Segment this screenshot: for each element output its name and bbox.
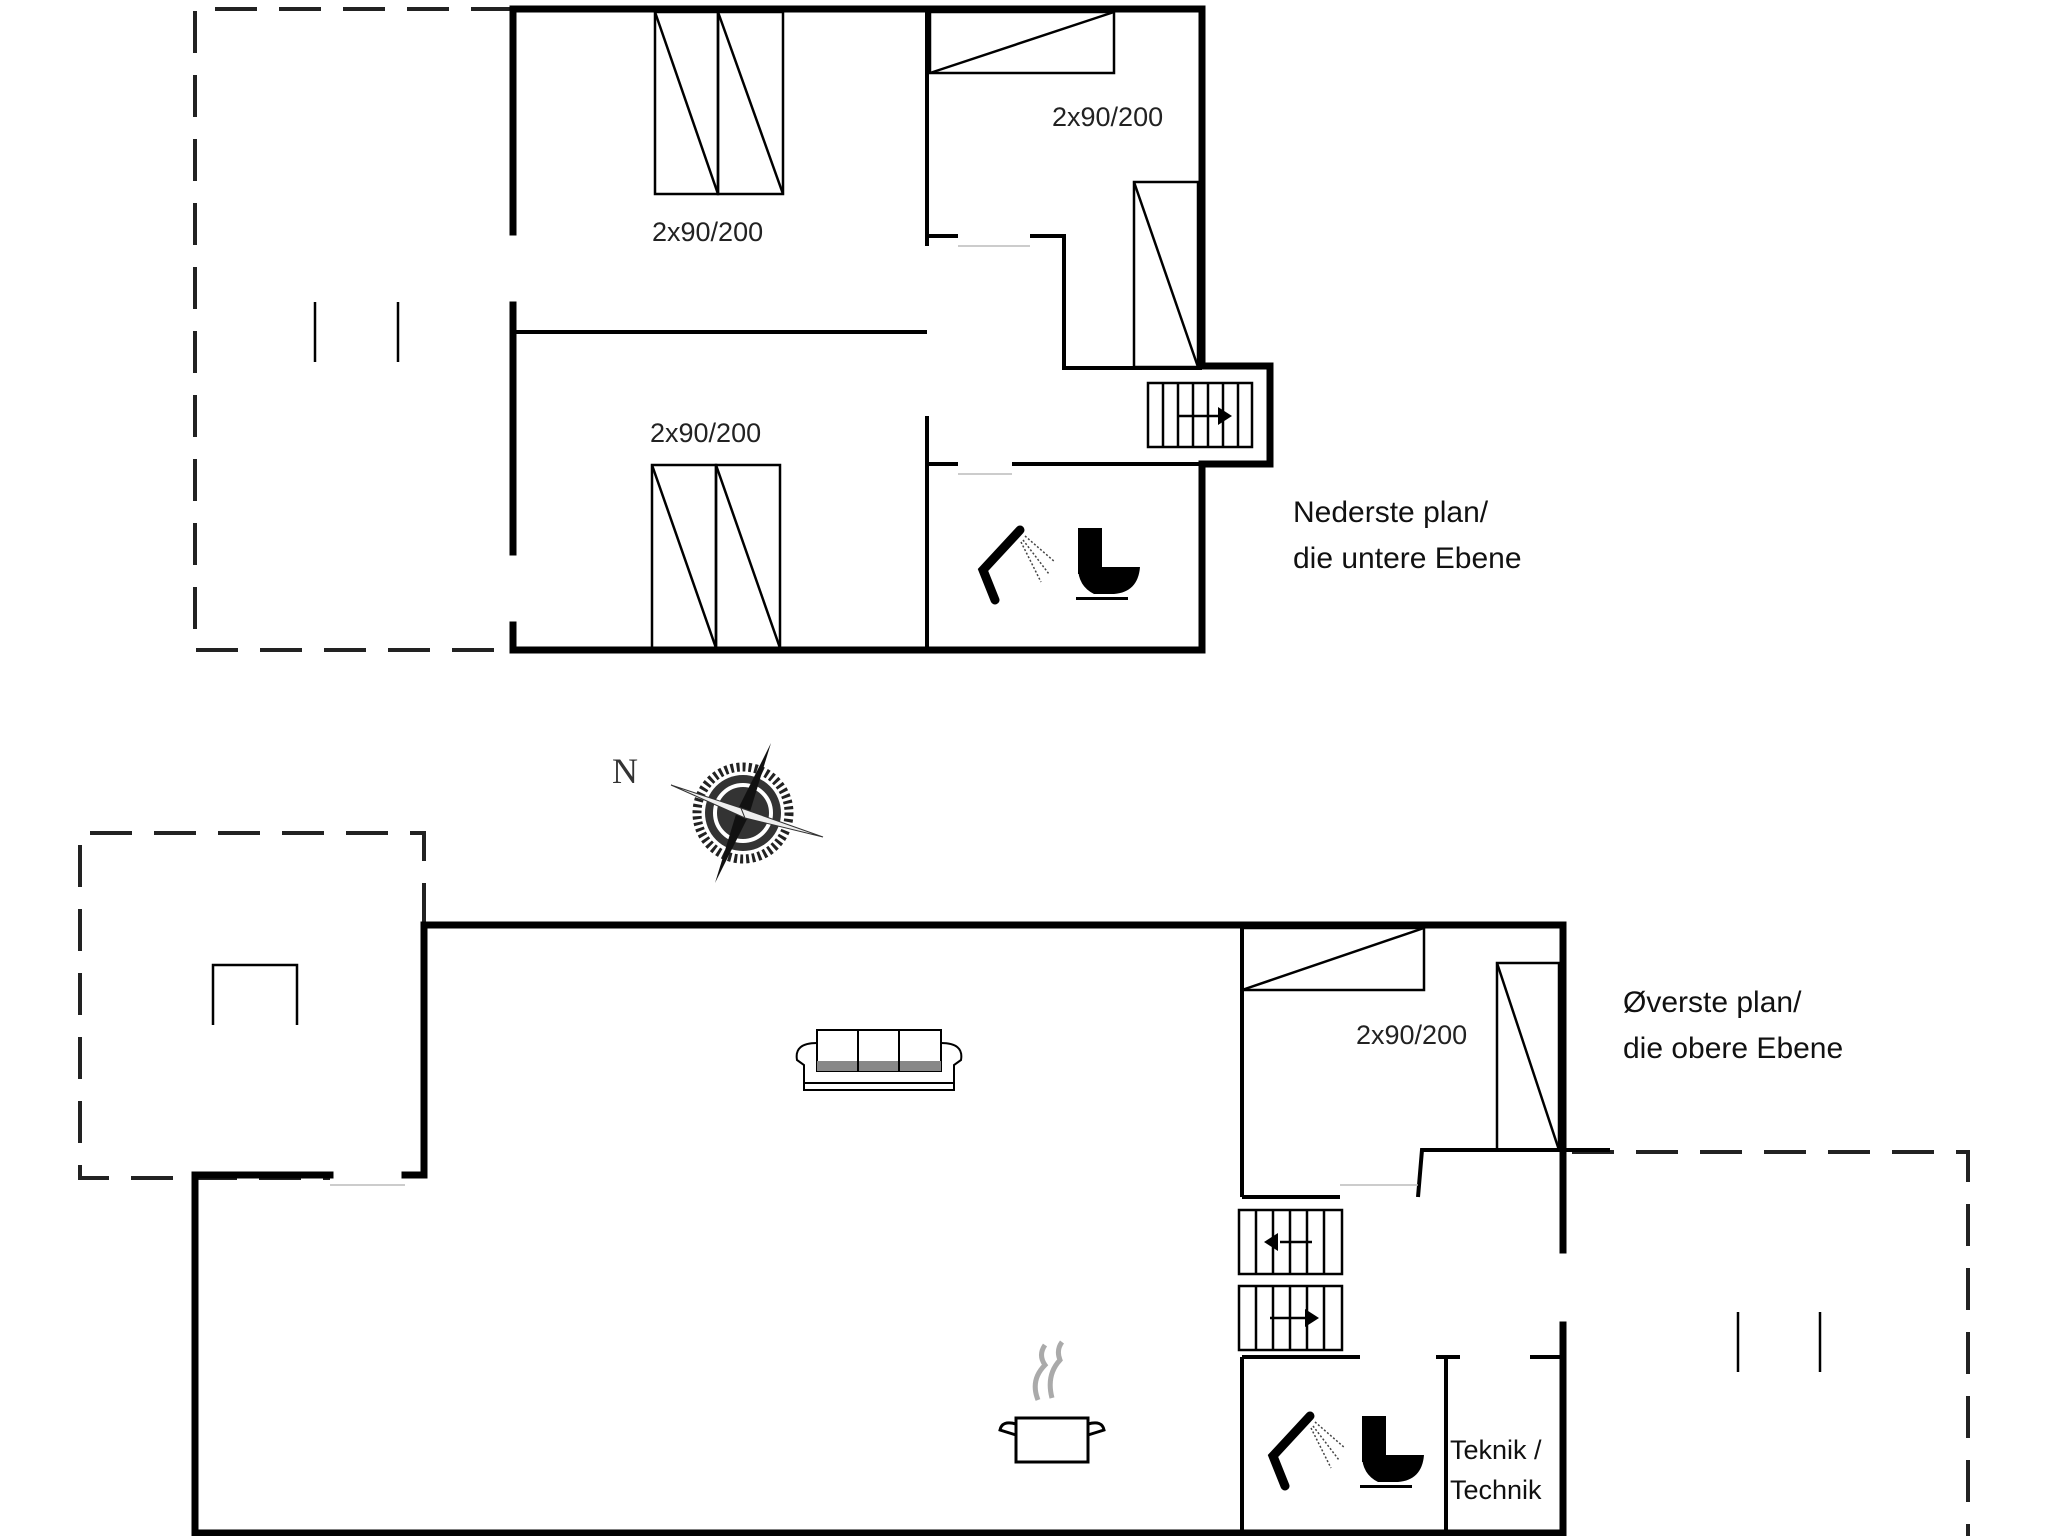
floor-label-lower: Nederste plan/ die untere Ebene: [1293, 490, 1522, 582]
shower-icon: [1267, 1411, 1346, 1491]
outer-wall: [509, 460, 1206, 654]
terrace-marker: [211, 963, 299, 1025]
bed-icon: [928, 10, 1116, 75]
floor-label-line: Øverste plan/: [1623, 986, 1802, 1019]
technical-room-label: Teknik / Technik: [1450, 1430, 1560, 1510]
upper-level-plan: [78, 831, 1970, 1536]
bed-icon: [653, 10, 785, 196]
toilet-icon: [1076, 528, 1140, 600]
technical-room-line: Teknik /: [1450, 1435, 1542, 1465]
stairs-icon: [1237, 1208, 1344, 1276]
floor-label-line: die obere Ebene: [1623, 1032, 1844, 1065]
bed-icon: [650, 463, 782, 650]
floor-label-upper: Øverste plan/ die obere Ebene: [1623, 980, 1843, 1072]
bed-size-label: 2x90/200: [652, 217, 764, 247]
stair-niche-wall: [1198, 362, 1274, 468]
lower-level-plan: [193, 5, 1274, 654]
sofa-icon: [795, 1029, 963, 1091]
compass-north-label: N: [612, 751, 638, 791]
outer-wall: [509, 5, 1206, 370]
bed-size-label: 2x90/200: [1356, 1020, 1468, 1050]
terrace-outline: [193, 7, 513, 652]
bed-size-label: 2x90/200: [650, 418, 762, 448]
inner-wall: [1416, 1148, 1610, 1198]
compass-icon: [670, 743, 824, 883]
outer-wall: [401, 921, 1567, 1254]
technical-room-line: Technik: [1450, 1475, 1542, 1505]
bed-size-label: 2x90/200: [1052, 102, 1164, 132]
bed-icon: [1132, 180, 1200, 369]
outer-wall: [191, 1171, 334, 1536]
stairs-icon: [1237, 1284, 1344, 1352]
floor-label-line: die untere Ebene: [1293, 542, 1522, 575]
cooking-pot-icon: [998, 1340, 1106, 1464]
stairs-icon: [1146, 381, 1254, 449]
shower-icon: [977, 525, 1056, 605]
terrace-outline: [78, 831, 426, 1180]
bed-icon: [1240, 926, 1561, 1152]
floor-label-line: Nederste plan/: [1293, 496, 1489, 529]
toilet-icon: [1360, 1416, 1424, 1488]
terrace-outline: [1572, 1150, 1970, 1536]
